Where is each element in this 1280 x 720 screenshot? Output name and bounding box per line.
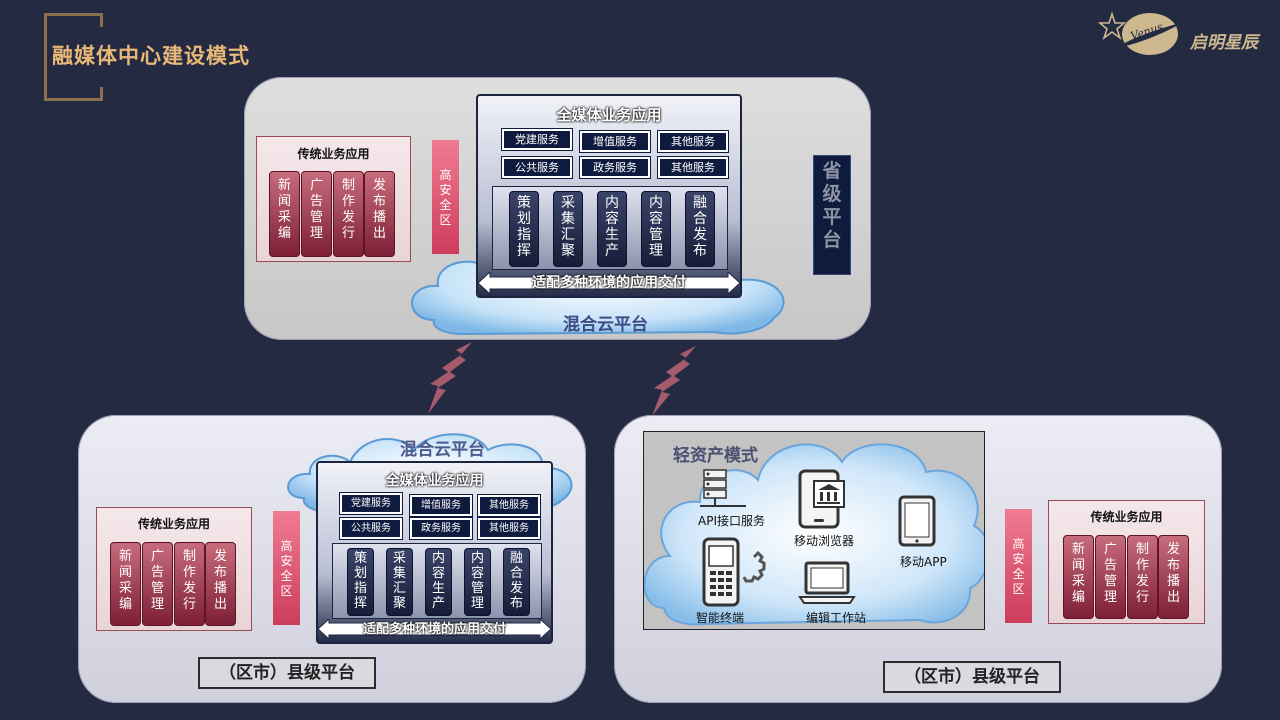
top-traditional-title: 传统业务应用 — [297, 147, 370, 161]
bl-module-2: 采集汇聚 — [386, 548, 413, 616]
br-trad-item-4: 发布播出 — [1158, 535, 1189, 619]
mobile-browser-label: 移动浏览器 — [794, 534, 855, 548]
title-frame — [44, 13, 103, 101]
bl-module-area: 策划指挥 采集汇聚 内容生产 内容管理 融合发布 — [332, 543, 542, 619]
top-traditional-block: 传统业务应用 新闻采编 广告管理 制作发行 发布播出 — [256, 136, 411, 262]
bl-module-4: 内容管理 — [464, 548, 491, 616]
bl-trad-item-3: 制作发行 — [174, 542, 205, 626]
top-cloud-label: 混合云平台 — [563, 315, 648, 335]
tablet-icon — [898, 495, 936, 547]
bl-delivery-text: 适配多种环境的应用交付 — [362, 622, 506, 637]
top-service-4: 公共服务 — [501, 156, 573, 179]
page-title: 融媒体中心建设模式 — [52, 44, 250, 68]
bl-service-1: 党建服务 — [339, 492, 403, 515]
br-traditional-block: 传统业务应用 新闻采编 广告管理 制作发行 发布播出 — [1048, 500, 1205, 624]
venus-logo-icon: Venus — [1098, 11, 1184, 55]
bl-traditional-block: 传统业务应用 新闻采编 广告管理 制作发行 发布播出 — [96, 507, 252, 631]
top-service-2: 增值服务 — [579, 130, 651, 153]
top-trad-item-1: 新闻采编 — [269, 171, 300, 257]
top-module-1: 策划指挥 — [509, 191, 539, 267]
logo-text: 启明星辰 — [1190, 33, 1258, 53]
bl-service-2: 增值服务 — [409, 494, 473, 517]
bl-delivery-arrow — [318, 619, 551, 639]
bl-trad-item-4: 发布播出 — [205, 542, 236, 626]
mobile-app-label: 移动APP — [900, 555, 947, 569]
br-traditional-title: 传统业务应用 — [1090, 510, 1163, 524]
br-security-zone: 高安全区 — [1005, 509, 1032, 623]
top-security-zone: 高安全区 — [432, 140, 459, 254]
bl-full-media-block: 全媒体业务应用 党建服务 增值服务 其他服务 公共服务 政务服务 其他服务 策划… — [316, 461, 553, 644]
top-module-3: 内容生产 — [597, 191, 627, 267]
bl-cloud-label: 混合云平台 — [400, 440, 485, 460]
br-trad-item-1: 新闻采编 — [1063, 535, 1094, 619]
mobile-browser-icon — [798, 469, 845, 529]
laptop-icon — [798, 561, 856, 604]
bl-county-label: （区市）县级平台 — [198, 657, 376, 689]
bl-module-3: 内容生产 — [425, 548, 452, 616]
bidirectional-link-icon-right — [652, 346, 696, 416]
bidirectional-link-icon-left — [428, 342, 472, 414]
top-module-4: 内容管理 — [641, 191, 671, 267]
top-service-6: 其他服务 — [657, 156, 729, 179]
top-delivery-text: 适配多种环境的应用交付 — [532, 275, 686, 291]
bl-trad-item-2: 广告管理 — [142, 542, 173, 626]
bl-traditional-title: 传统业务应用 — [137, 517, 210, 531]
top-module-2: 采集汇聚 — [553, 191, 583, 267]
top-full-media-block: 全媒体业务应用 党建服务 增值服务 其他服务 公共服务 政务服务 其他服务 策划… — [476, 94, 742, 298]
top-service-5: 政务服务 — [579, 156, 651, 179]
smart-terminal-icon — [702, 537, 766, 607]
top-delivery-arrow — [478, 272, 740, 294]
br-trad-item-2: 广告管理 — [1095, 535, 1126, 619]
br-trad-item-3: 制作发行 — [1127, 535, 1158, 619]
bl-module-5: 融合发布 — [503, 548, 530, 616]
bl-service-4: 公共服务 — [339, 517, 403, 540]
light-asset-title: 轻资产模式 — [673, 446, 758, 466]
top-full-media-title: 全媒体业务应用 — [556, 106, 662, 124]
server-icon — [700, 469, 746, 507]
province-platform: 省级平台 — [813, 155, 851, 275]
br-county-label: （区市）县级平台 — [883, 661, 1061, 693]
bl-module-1: 策划指挥 — [347, 548, 374, 616]
bl-security-zone: 高安全区 — [273, 511, 300, 625]
bl-service-6: 其他服务 — [477, 517, 541, 540]
top-service-1: 党建服务 — [501, 128, 573, 151]
top-module-area: 策划指挥 采集汇聚 内容生产 内容管理 融合发布 — [492, 186, 728, 270]
editing-workstation-label: 编辑工作站 — [806, 611, 867, 625]
api-service-label: API接口服务 — [698, 514, 765, 528]
top-trad-item-3: 制作发行 — [333, 171, 364, 257]
top-service-3: 其他服务 — [657, 130, 729, 153]
bl-full-media-title: 全媒体业务应用 — [385, 473, 484, 489]
bl-service-5: 政务服务 — [409, 517, 473, 540]
smart-terminal-label: 智能终端 — [696, 611, 745, 625]
bl-trad-item-1: 新闻采编 — [110, 542, 141, 626]
top-trad-item-4: 发布播出 — [364, 171, 395, 257]
top-module-5: 融合发布 — [685, 191, 715, 267]
bl-service-3: 其他服务 — [477, 494, 541, 517]
top-trad-item-2: 广告管理 — [301, 171, 332, 257]
